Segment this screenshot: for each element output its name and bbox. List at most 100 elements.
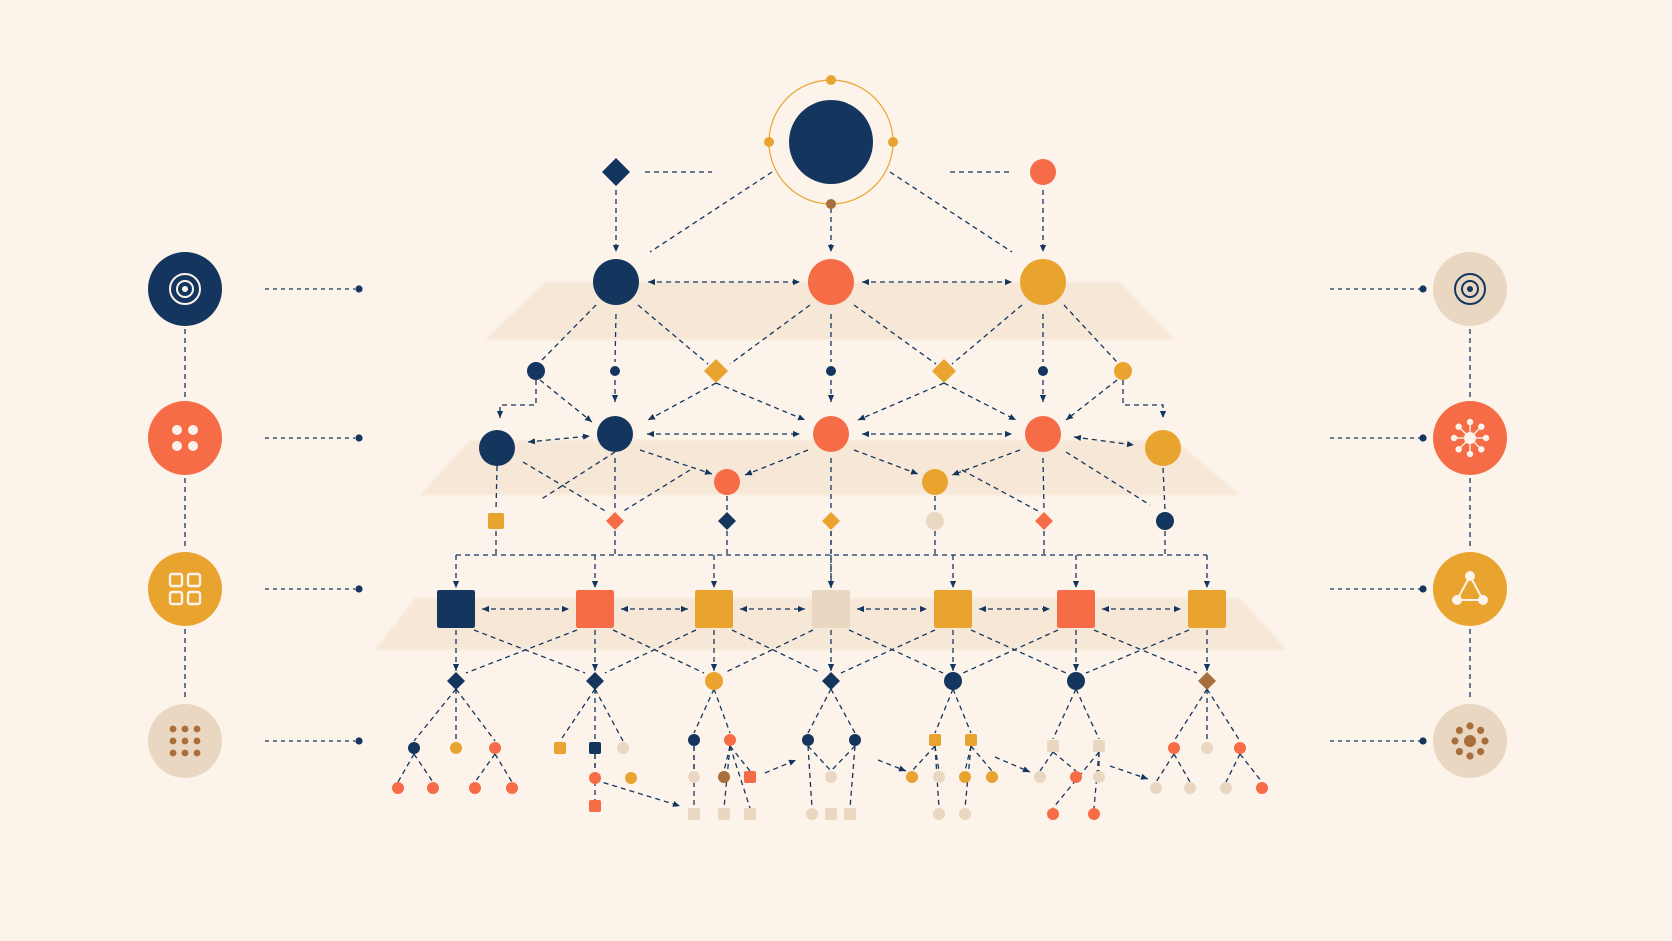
leaf-node: [744, 808, 756, 820]
root-node: [789, 100, 873, 184]
connector-leaf: [807, 688, 832, 734]
leaf-node: [469, 782, 481, 794]
target-icon-inner: [176, 280, 194, 298]
level2-node: [479, 430, 515, 466]
connector-leaf: [494, 753, 513, 783]
dot-cluster-icon-dot: [1451, 737, 1459, 745]
connector-l2-sibling: [1073, 434, 1135, 448]
connector-l2-mid: [951, 449, 1021, 476]
leaf-parent-node: [617, 742, 629, 754]
leaf-node: [688, 808, 700, 820]
leaf-node: [589, 772, 601, 784]
leaf-node: [589, 800, 601, 812]
leaf-node: [1256, 782, 1268, 794]
legend-badge: [148, 401, 222, 475]
level3-joint: [1198, 672, 1216, 690]
dot-matrix-icon-dot: [181, 749, 189, 757]
leaf-node: [906, 771, 918, 783]
connector-leaf: [455, 688, 496, 742]
level1-node: [593, 259, 639, 305]
legend-item-left-3: [148, 552, 222, 626]
level2-joint: [718, 512, 736, 530]
connector-leaf: [397, 753, 415, 783]
radial-network-icon-spoke: [1469, 426, 1482, 439]
level1-joint: [1038, 366, 1048, 376]
layer-plate-2: [420, 440, 1240, 495]
connector-leaf: [559, 688, 596, 742]
level1-joint: [1114, 362, 1132, 380]
connector-root-left: [649, 171, 773, 253]
legend-leader-dot: [355, 434, 363, 442]
leaf-node: [688, 771, 700, 783]
connector-l3-cross: [604, 629, 697, 674]
dot-matrix-icon-dot: [193, 737, 201, 745]
leaf-node: [1093, 771, 1105, 783]
connector-l2-joint: [1162, 467, 1166, 511]
leaf-node: [718, 771, 730, 783]
connector-leaf: [729, 745, 751, 772]
connector-l2-joint: [961, 469, 1041, 513]
leaf-parent-node: [554, 742, 566, 754]
root-orbit-dot: [888, 137, 898, 147]
connector-l3-cross: [465, 629, 578, 674]
root-orbit-dot: [826, 75, 836, 85]
legend-leader-dot: [1419, 585, 1427, 593]
level1-node: [808, 259, 854, 305]
connector-l1-joint: [729, 304, 811, 365]
leaf-node: [844, 808, 856, 820]
dot-cluster-icon-dot: [1477, 748, 1485, 756]
level3-node: [934, 590, 972, 628]
four-dots-icon-dot: [172, 425, 182, 435]
connector-leaf: [807, 745, 813, 809]
legend-item-right-4: [1433, 704, 1507, 778]
leaf-node: [986, 771, 998, 783]
leaf-parent-node: [849, 734, 861, 746]
leaf-node: [744, 771, 756, 783]
legend-leader-dot: [355, 585, 363, 593]
level2-mid-node: [922, 469, 948, 495]
radial-network-icon-dot: [1478, 423, 1485, 430]
level3-joint: [822, 672, 840, 690]
legend-item-left-1: [148, 252, 222, 326]
leaf-node: [392, 782, 404, 794]
level3-node: [695, 590, 733, 628]
leaf-parent-node: [1093, 740, 1105, 752]
dot-matrix-icon-dot: [169, 737, 177, 745]
radial-network-icon-dot: [1450, 434, 1458, 442]
leaf-parent-node: [1047, 740, 1059, 752]
leaf-parent-node: [688, 734, 700, 746]
connector-l2-joint: [1065, 451, 1151, 506]
level1-joint: [932, 359, 956, 383]
connector-l2-mid: [639, 449, 713, 475]
leaf-node: [806, 808, 818, 820]
level2-node: [1025, 416, 1061, 452]
level1-joint: [704, 359, 728, 383]
connector-leaf: [830, 745, 856, 772]
connector-leaf: [1052, 688, 1077, 740]
dot-matrix-icon-dot: [169, 749, 177, 757]
leaf-node: [933, 771, 945, 783]
grid-icon-cell: [168, 572, 184, 588]
dot-matrix-icon-dot: [181, 737, 189, 745]
connector-joint-l2: [943, 382, 1017, 421]
connector-joint-l2: [715, 382, 806, 421]
triangle-network-icon-node: [1478, 595, 1488, 605]
connector-leaf-link: [994, 756, 1031, 773]
connector-leaf: [729, 745, 751, 809]
radial-network-icon-dot: [1455, 446, 1462, 453]
connector-leaf: [1239, 753, 1263, 783]
diagram-nodes: [392, 75, 1268, 820]
connector-l2-joint: [621, 469, 691, 513]
legend-item-left-4: [148, 704, 222, 778]
triangle-network-icon-node: [1452, 595, 1462, 605]
connector-l2-sibling: [527, 433, 591, 445]
connector-leaf: [713, 688, 731, 734]
root-orbit-dot: [764, 137, 774, 147]
level1-joint: [826, 366, 836, 376]
four-dots-icon-dot: [172, 441, 182, 451]
leaf-node: [427, 782, 439, 794]
level2-node: [597, 416, 633, 452]
connector-joint-l2: [1122, 380, 1167, 418]
connector-l3-cross: [1093, 629, 1198, 674]
connector-leaf: [911, 745, 936, 772]
